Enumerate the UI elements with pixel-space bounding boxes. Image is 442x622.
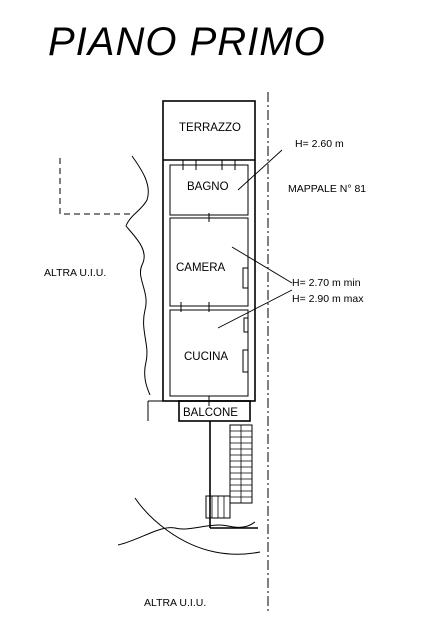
label-bagno: BAGNO bbox=[187, 181, 229, 193]
altra-uiu-left-label: ALTRA U.I.U. bbox=[44, 267, 106, 279]
camera-niche bbox=[242, 267, 248, 289]
label-terrazzo: TERRAZZO bbox=[179, 122, 241, 134]
boundary-curve-left bbox=[125, 155, 151, 396]
landing-steps bbox=[211, 496, 225, 518]
height-max-label: H= 2.90 m max bbox=[292, 293, 364, 305]
balcone bbox=[178, 400, 251, 422]
neighbour-dashed-outline bbox=[59, 158, 132, 215]
cucina-niche bbox=[242, 349, 248, 373]
plan-title: PIANO PRIMO bbox=[48, 20, 326, 64]
mappale-label: MAPPALE N° 81 bbox=[288, 183, 366, 195]
height-min-label: H= 2.70 m min bbox=[292, 277, 361, 289]
height-bagno-label: H= 2.60 m bbox=[295, 138, 344, 150]
leader-cucina bbox=[217, 289, 293, 329]
cucina-chimney bbox=[243, 317, 249, 333]
boundary-curve-bottom-lower bbox=[134, 497, 261, 555]
stair-steps bbox=[230, 425, 252, 503]
label-cucina: CUCINA bbox=[184, 351, 228, 363]
altra-uiu-bottom-label: ALTRA U.I.U. bbox=[144, 597, 206, 609]
label-balcone: BALCONE bbox=[183, 407, 238, 419]
boundary-curve-bottom-upper bbox=[117, 521, 256, 546]
leader-camera bbox=[231, 246, 293, 284]
leader-bagno bbox=[237, 149, 283, 191]
label-camera: CAMERA bbox=[176, 262, 226, 274]
